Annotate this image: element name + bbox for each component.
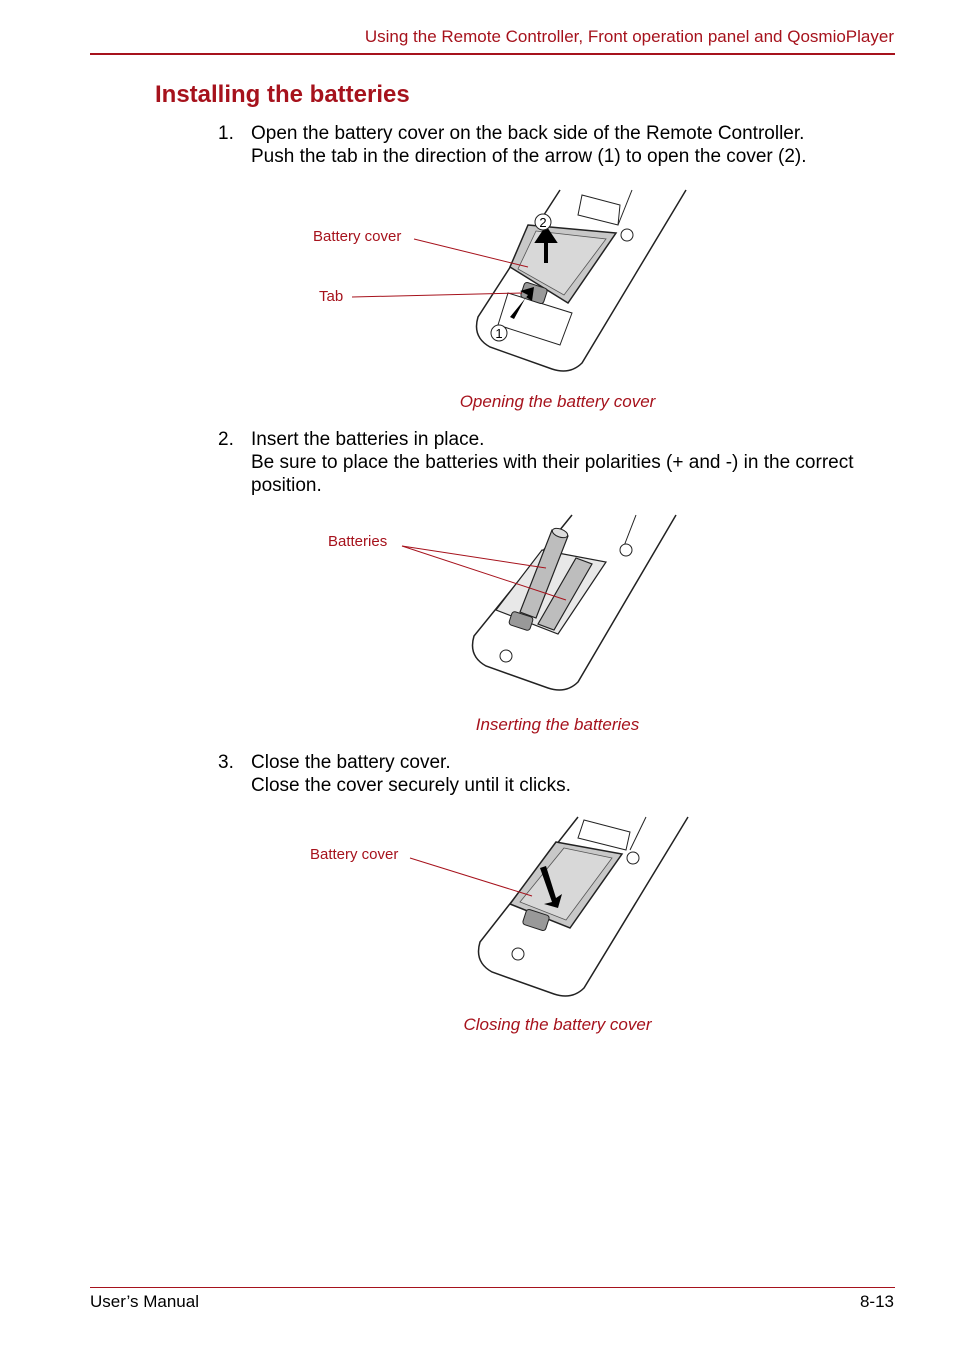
marker-1: 1	[495, 326, 502, 341]
step-text: Close the battery cover.	[251, 752, 451, 773]
step-text: Close the cover securely until it clicks…	[251, 775, 571, 796]
step-1: 1. Open the battery cover on the back si…	[218, 122, 898, 168]
step-text: Push the tab in the direction of the arr…	[251, 146, 807, 167]
figure-caption: Closing the battery cover	[463, 1015, 652, 1034]
step-text: Insert the batteries in place.	[251, 429, 485, 450]
step-number: 3.	[218, 752, 234, 773]
figure-opening-cover: 2 1 Battery cover Tab	[300, 185, 700, 375]
running-header: Using the Remote Controller, Front opera…	[364, 27, 894, 46]
step-2: 2. Insert the batteries in place. Be sur…	[218, 428, 898, 497]
callout-battery-cover: Battery cover	[313, 228, 401, 245]
step-number: 2.	[218, 429, 234, 450]
footer-rule	[90, 1287, 895, 1288]
step-number: 1.	[218, 123, 234, 144]
step-3: 3. Close the battery cover. Close the co…	[218, 751, 898, 797]
figure-caption: Inserting the batteries	[475, 715, 640, 734]
step-text: position.	[251, 475, 322, 496]
footer-manual-title: User’s Manual	[90, 1292, 199, 1311]
step-text: Open the battery cover on the back side …	[251, 123, 805, 144]
remote-illustration-open: 2 1 Battery cover Tab	[313, 189, 687, 372]
remote-illustration-close: Battery cover	[310, 816, 689, 997]
remote-illustration-batteries: Batteries	[328, 514, 677, 691]
figure-caption: Opening the battery cover	[459, 392, 656, 411]
page-number: 8-13	[859, 1292, 894, 1311]
figure-closing-cover: Battery cover	[300, 812, 700, 1002]
section-title: Installing the batteries	[155, 81, 410, 108]
header-rule	[90, 53, 895, 55]
callout-tab: Tab	[319, 288, 343, 305]
figure-inserting-batteries: Batteries	[300, 510, 700, 700]
callout-battery-cover: Battery cover	[310, 846, 398, 863]
step-text: Be sure to place the batteries with thei…	[251, 452, 854, 473]
marker-2: 2	[539, 215, 546, 230]
callout-batteries: Batteries	[328, 533, 387, 550]
